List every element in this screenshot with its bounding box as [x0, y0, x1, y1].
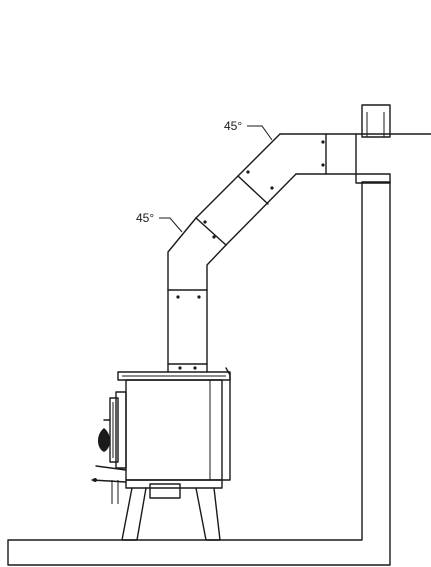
vertical-pipe: [167, 289, 208, 373]
door-handle-icon: [98, 428, 110, 452]
diagonal-pipe: [195, 133, 297, 246]
floor-and-wall: [7, 181, 391, 566]
ceiling-thimble: [355, 104, 391, 184]
lower-elbow: [167, 217, 227, 291]
annotation-lower-45: 45°: [136, 211, 183, 233]
angle-label-lower: 45°: [136, 211, 154, 225]
angle-label-upper: 45°: [224, 119, 242, 133]
horizontal-pipe: [279, 133, 431, 175]
annotation-upper-45: 45°: [224, 119, 273, 141]
wood-stove: [91, 367, 231, 541]
